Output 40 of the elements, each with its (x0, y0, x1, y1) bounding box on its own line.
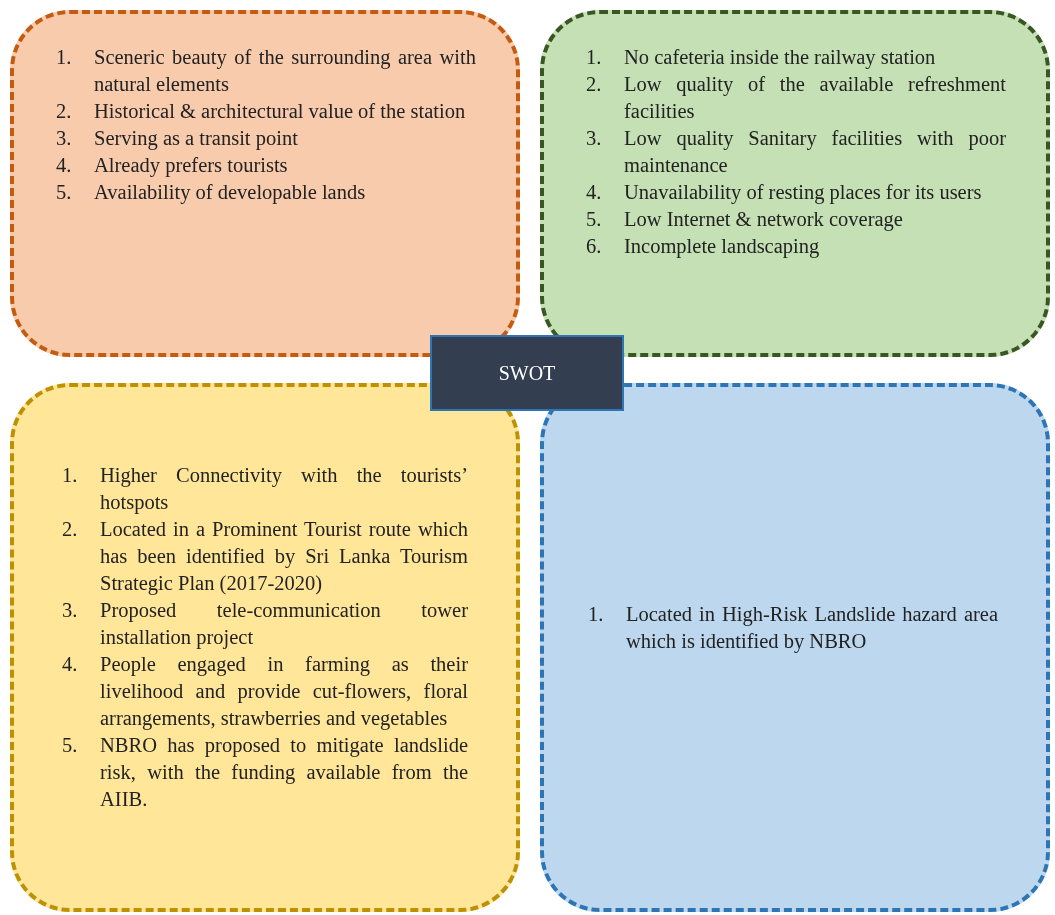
list-item-text: Availability of developable lands (94, 180, 367, 206)
list-number: 2. (62, 517, 79, 542)
list-number: 4. (586, 180, 603, 205)
list-item-text: Located in a Prominent Tourist route which has been identified by Sri Lanka Tourism Strategic Plan (2017-2020) (100, 517, 468, 597)
list-number: 3. (586, 126, 603, 151)
swot-quadrant-box (540, 383, 1050, 912)
list-number: 5. (56, 180, 73, 205)
list-number: 5. (586, 207, 603, 232)
list-number: 3. (62, 598, 79, 623)
title-text: SWOT (498, 361, 556, 385)
list-number: 2. (586, 72, 603, 97)
list-number: 1. (62, 463, 79, 488)
list-item-text: Located in High-Risk Landslide hazard area which is identified by NBRO (626, 601, 998, 655)
list-item-text: People engaged in farming as their livelihood and provide cut-flowers, floral arrangements, strawberries and vegetables (100, 652, 468, 732)
list-item-text: Low quality of the available refreshment facilities (624, 72, 1006, 124)
list-number: 2. (56, 99, 73, 124)
list-number: 1. (588, 601, 605, 627)
list-number: 4. (56, 153, 73, 178)
list-item-text: Higher Connectivity with the tourists’ hotspots (100, 463, 468, 516)
list-item-text: Already prefers tourists (94, 153, 289, 179)
swot-quadrant-box (10, 10, 520, 357)
list-item-text: Low quality Sanitary facilities with poor maintenance (624, 126, 1006, 178)
list-number: 1. (586, 45, 603, 70)
list-item-text: No cafeteria inside the railway station (624, 45, 937, 71)
list-number: 4. (62, 652, 79, 677)
swot-quadrant-box (540, 10, 1050, 357)
list-number: 5. (62, 733, 79, 758)
list-number: 3. (56, 126, 73, 151)
list-number: 6. (586, 234, 603, 259)
list-item-text: NBRO has proposed to mitigate landslide risk, with the funding available from the AIIB. (100, 733, 468, 812)
list-item-text: Unavailability of resting places for its users (624, 180, 983, 206)
swot-quadrant-box (10, 383, 520, 912)
list-item-text: Incomplete landscaping (624, 234, 821, 260)
list-item-text: Historical & architectural value of the station (94, 99, 467, 124)
list-item-text: Low Internet & network coverage (624, 207, 904, 233)
title-box (430, 335, 624, 411)
list-item-text: Serving as a transit point (94, 126, 299, 152)
list-item-text: Proposed tele-communication tower installation project (100, 598, 468, 651)
list-item-text: Sceneric beauty of the surrounding area with natural elements (94, 45, 476, 97)
list-number: 1. (56, 45, 73, 70)
